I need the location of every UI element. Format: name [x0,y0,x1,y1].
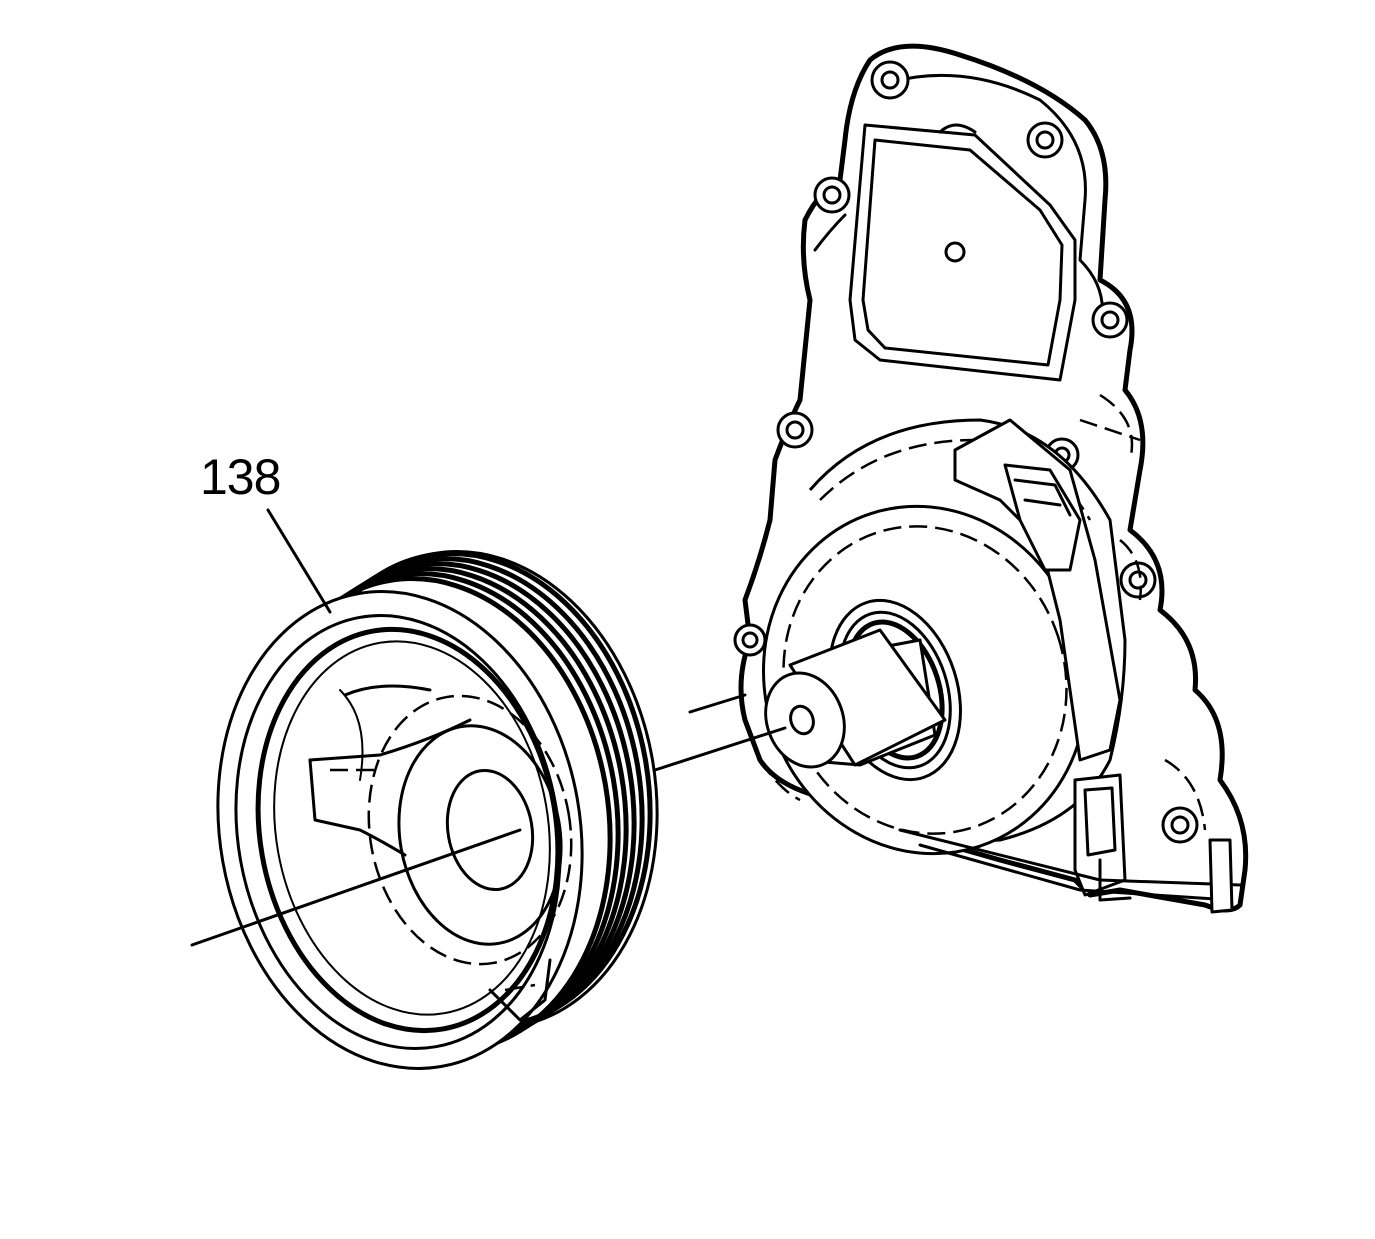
callout-138-leader [266,508,332,614]
cover-bolts [733,60,1199,844]
crankshaft-nose [764,628,947,769]
assembly-centerline [190,726,787,947]
crankshaft-balancer [216,550,659,1070]
callout-138-label: 138 [200,449,281,505]
engine-front-cover [733,43,1249,914]
